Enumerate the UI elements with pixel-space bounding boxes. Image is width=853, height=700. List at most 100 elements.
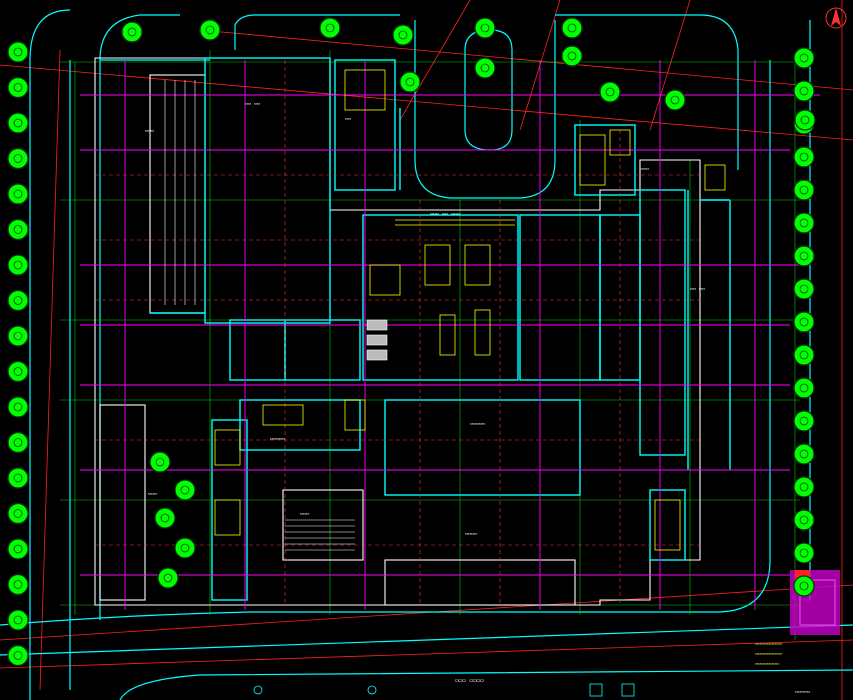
tree-symbol-icon: [793, 47, 815, 69]
svg-text:▭▭▭▭▭▭▭▭: ▭▭▭▭▭▭▭▭: [755, 661, 779, 667]
tree-symbol-icon: [793, 443, 815, 465]
plan-labels: ▭▭▭ ▭▭ ▭▭ ▭▭ ▭▭▭ ▭▭ ▭▭▭ ▭▭▭▭▭ ▭▭▭▭ ▭▭▭ ▭…: [145, 101, 810, 695]
tree-center-icon: [13, 260, 23, 270]
tree-symbol-icon: [793, 344, 815, 366]
tree-center-icon: [13, 296, 23, 305]
tree-symbol-icon: [793, 509, 815, 531]
svg-text:▭▭: ▭▭: [345, 116, 351, 122]
tree-center-icon: [799, 515, 809, 525]
svg-text:▭▭▭▭▭▭▭▭▭: ▭▭▭▭▭▭▭▭▭: [755, 641, 782, 647]
tree-center-icon: [13, 580, 23, 589]
svg-text:▭▭▭ ▭▭▭▭: ▭▭▭ ▭▭▭▭: [455, 677, 484, 684]
tree-symbol-icon: [174, 479, 196, 501]
tree-symbol-icon: [793, 80, 815, 102]
tree-symbol-icon: [7, 644, 29, 667]
tree-center-icon: [13, 544, 23, 554]
tree-symbol-icon: [474, 17, 496, 39]
tree-symbol-icon: [7, 502, 29, 525]
tree-symbol-icon: [7, 467, 29, 489]
tree-center-icon: [800, 115, 810, 125]
tree-center-icon: [13, 615, 23, 625]
tree-center-icon: [325, 23, 335, 33]
fixtures: [214, 69, 726, 551]
tree-symbol-icon: [7, 112, 29, 134]
tree-symbol-icon: [793, 476, 815, 498]
tree-center-icon: [799, 86, 809, 96]
svg-text:▭▭ ▭▭: ▭▭ ▭▭: [690, 286, 705, 292]
tree-symbol-icon: [793, 542, 815, 564]
tree-center-icon: [799, 383, 809, 393]
tree-symbol-icon: [7, 289, 29, 312]
tree-center-icon: [799, 416, 809, 426]
tree-symbol-icon: [7, 360, 29, 383]
svg-text:▭▭▭▭▭▭▭▭▭: ▭▭▭▭▭▭▭▭▭: [755, 651, 782, 657]
tree-center-icon: [13, 225, 23, 234]
tree-symbol-icon: [7, 41, 29, 63]
tree-symbol-icon: [793, 179, 815, 201]
tree-symbol-icon: [7, 76, 29, 99]
tree-center-icon: [13, 367, 23, 376]
tree-symbol-icon: [149, 451, 171, 473]
tree-center-icon: [799, 581, 809, 591]
tree-symbol-icon: [7, 538, 29, 560]
tree-center-icon: [13, 473, 23, 483]
tree-symbol-icon: [793, 278, 815, 300]
tree-center-icon: [799, 185, 809, 195]
tree-symbol-icon: [599, 81, 621, 103]
tree-center-icon: [13, 509, 23, 518]
svg-text:▭▭▭: ▭▭▭: [640, 166, 649, 172]
tree-symbol-icon: [793, 410, 815, 432]
tree-symbol-icon: [174, 537, 196, 559]
tree-center-icon: [160, 513, 170, 523]
tree-symbol-icon: [392, 24, 414, 46]
tree-center-icon: [799, 251, 809, 261]
bottom-symbols: [253, 683, 635, 697]
tree-center-icon: [180, 485, 190, 495]
interior-walls: [150, 57, 731, 601]
svg-text:▭▭▭ ▭▭ ▭▭▭: ▭▭▭ ▭▭ ▭▭▭: [430, 211, 460, 217]
tree-symbol-icon: [664, 89, 686, 111]
tree-symbol-icon: [7, 573, 29, 596]
tree-center-icon: [127, 27, 137, 37]
tree-center-icon: [605, 87, 615, 97]
tree-center-icon: [13, 438, 23, 447]
tree-symbol-icon: [793, 575, 815, 597]
tree-symbol-icon: [7, 325, 29, 347]
tree-symbol-icon: [154, 507, 176, 529]
tree-symbol-icon: [793, 377, 815, 399]
tree-symbol-icon: [319, 17, 341, 39]
tree-symbol-icon: [157, 567, 179, 589]
tree-center-icon: [205, 25, 215, 35]
tree-symbol-icon: [793, 311, 815, 333]
tree-symbol-icon: [7, 147, 29, 170]
trees: [7, 17, 816, 667]
tree-symbol-icon: [793, 245, 815, 267]
tree-symbol-icon: [199, 19, 221, 41]
svg-text:▭▭ ▭▭: ▭▭ ▭▭: [245, 101, 260, 107]
tree-symbol-icon: [474, 57, 496, 79]
tree-symbol-icon: [561, 45, 583, 67]
tree-symbol-icon: [7, 183, 29, 205]
tree-center-icon: [13, 189, 23, 199]
tree-center-icon: [13, 118, 23, 128]
tree-center-icon: [799, 482, 809, 492]
north-arrow-icon: [825, 7, 847, 29]
tree-center-icon: [13, 331, 23, 341]
partitions: [80, 60, 820, 610]
tree-symbol-icon: [7, 431, 29, 454]
tree-center-icon: [799, 548, 809, 558]
tree-symbol-icon: [793, 212, 815, 234]
tree-center-icon: [398, 30, 408, 40]
tree-center-icon: [13, 154, 23, 163]
tree-center-icon: [799, 284, 809, 294]
tree-center-icon: [799, 53, 809, 63]
tree-center-icon: [799, 218, 809, 228]
tree-center-icon: [799, 317, 809, 327]
tree-symbol-icon: [7, 218, 29, 241]
svg-text:▭▭▭: ▭▭▭: [300, 511, 309, 517]
tree-center-icon: [163, 573, 173, 583]
svg-text:▭▭▭▭▭: ▭▭▭▭▭: [270, 436, 285, 442]
tree-center-icon: [799, 152, 809, 162]
